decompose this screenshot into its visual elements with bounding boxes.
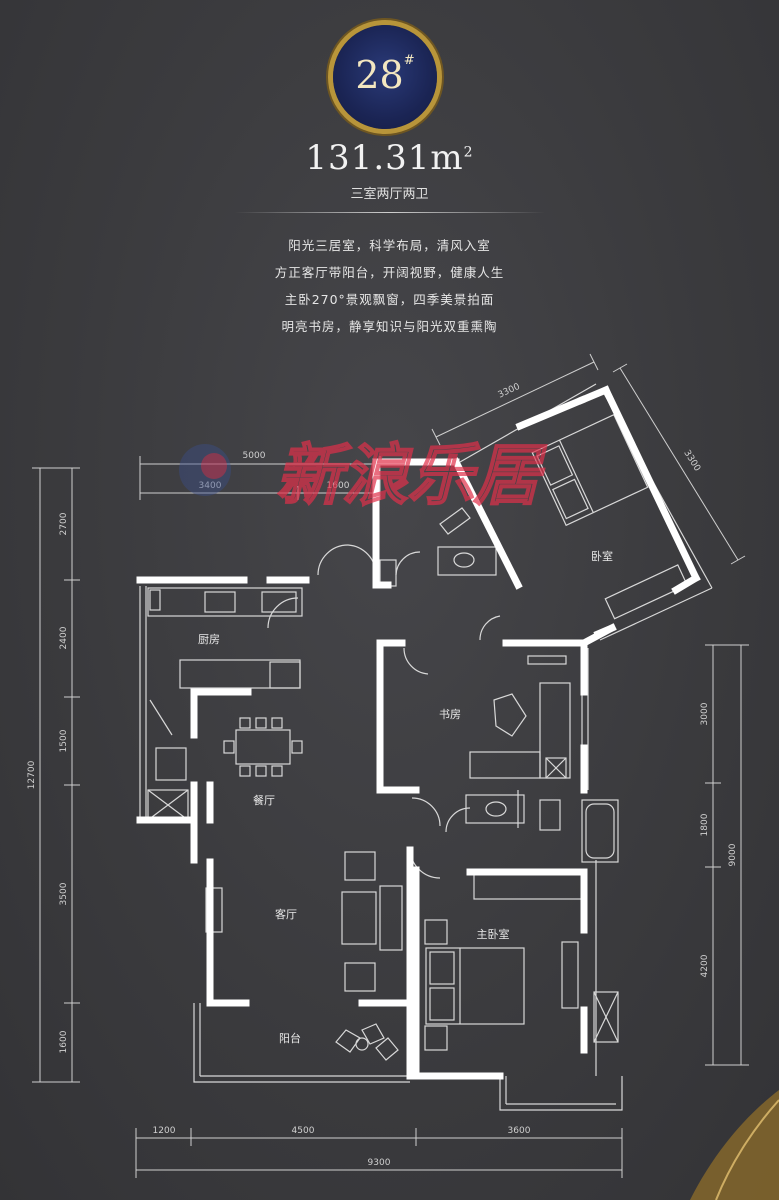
dim-bottom-1: 1200 bbox=[153, 1126, 176, 1136]
room-label-bedroom: 卧室 bbox=[591, 549, 613, 563]
watermark-logo-icon bbox=[179, 444, 231, 496]
dim-top-total: 5000 bbox=[243, 451, 266, 461]
dim-left-3: 1500 bbox=[59, 729, 69, 752]
unit-area: 131.31m2 bbox=[305, 138, 474, 178]
watermark-text: 新浪乐居 bbox=[276, 437, 547, 514]
room-label-living: 客厅 bbox=[275, 907, 297, 921]
room-label-dining: 餐厅 bbox=[253, 793, 275, 807]
dim-left-4: 3500 bbox=[59, 882, 69, 905]
dim-left-1: 2700 bbox=[59, 512, 69, 535]
unit-number-badge: 28# bbox=[333, 25, 437, 129]
watermark: 新浪乐居 bbox=[179, 436, 548, 515]
header-divider bbox=[235, 212, 545, 213]
plan-outlines bbox=[139, 383, 713, 1111]
dimension-labels: 5000 3400 1600 3300 3300 2700 2400 1500 … bbox=[27, 382, 738, 1168]
dim-left-5: 1600 bbox=[59, 1030, 69, 1053]
description-line: 主卧270°景观飘窗，四季美景拍面 bbox=[284, 292, 495, 307]
dim-right-total: 9000 bbox=[728, 843, 738, 866]
dim-bottom-3: 3600 bbox=[508, 1126, 531, 1136]
dim-right-1: 3000 bbox=[700, 702, 710, 725]
dim-bottom-total: 9300 bbox=[368, 1158, 391, 1168]
room-label-study: 书房 bbox=[439, 708, 461, 721]
room-label-master: 主卧室 bbox=[477, 927, 510, 941]
dim-right-2: 1800 bbox=[700, 813, 710, 836]
dim-top-left: 3400 bbox=[199, 481, 222, 491]
dim-bottom-2: 4500 bbox=[292, 1126, 315, 1136]
dim-diag-side: 3300 bbox=[681, 449, 702, 474]
description-line: 明亮书房，静享知识与阳光双重熏陶 bbox=[281, 319, 498, 334]
gold-feather-decoration bbox=[690, 1090, 779, 1200]
room-label-kitchen: 厨房 bbox=[198, 633, 220, 646]
description-line: 阳光三居室，科学布局，清风入室 bbox=[288, 238, 491, 253]
walls bbox=[136, 385, 701, 1080]
dim-right-3: 4200 bbox=[700, 954, 710, 977]
unit-number: 28# bbox=[355, 53, 415, 97]
layout-type: 三室两厅两卫 bbox=[350, 187, 429, 202]
description-block: 阳光三居室，科学布局，清风入室 方正客厅带阳台，开阔视野，健康人生 主卧270°… bbox=[0, 232, 779, 340]
dim-left-total: 12700 bbox=[27, 760, 37, 789]
description-line: 方正客厅带阳台，开阔视野，健康人生 bbox=[274, 265, 505, 280]
dimension-lines bbox=[32, 353, 749, 1178]
dim-top-right: 1600 bbox=[327, 481, 350, 491]
room-label-balcony: 阳台 bbox=[279, 1031, 301, 1045]
room-labels: 厨房 餐厅 客厅 阳台 书房 主卧室 卧室 bbox=[198, 549, 613, 1045]
dim-left-2: 2400 bbox=[59, 626, 69, 649]
